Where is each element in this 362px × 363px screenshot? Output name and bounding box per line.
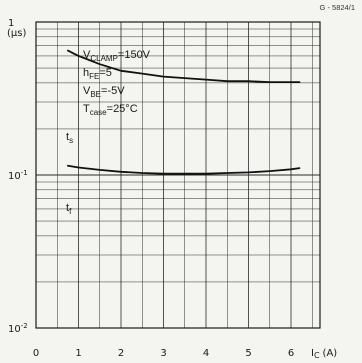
- x-tick-label: 5: [245, 348, 251, 359]
- y-tick-label: 10-1: [8, 169, 28, 182]
- x-axis-label: IC(A): [311, 348, 337, 360]
- plot-frame: [35, 21, 321, 329]
- series-label-ts: ts: [66, 131, 73, 145]
- series-line-ts: [67, 49, 301, 83]
- y-tick-base: 10: [8, 171, 21, 182]
- condition-tcase: Tcase=25°C: [83, 103, 138, 117]
- x-axis-label-main: I: [311, 348, 314, 359]
- series-label-tf: tf: [66, 202, 72, 216]
- x-tick-label: 4: [203, 348, 209, 359]
- x-tick-label: 3: [160, 348, 166, 359]
- series-lines: [67, 49, 301, 175]
- series-line-tf: [67, 164, 301, 175]
- x-tick-label: 1: [75, 348, 81, 359]
- y-tick-base: 10: [8, 324, 21, 335]
- condition-vbe: VBE=-5V: [83, 85, 125, 99]
- x-tick-label: 6: [288, 348, 294, 359]
- y-tick-label: 10-2: [8, 322, 28, 335]
- x-tick-labels: 0 1 2 3 4 5 6: [33, 348, 294, 359]
- y-tick-exponent: -2: [21, 322, 28, 330]
- y-tick-exponent: -1: [21, 169, 28, 177]
- x-tick-label: 2: [118, 348, 124, 359]
- x-axis-label-sub: C: [314, 351, 320, 360]
- grid: [36, 21, 320, 329]
- plot-border: [35, 21, 321, 329]
- condition-vclamp: VCLAMP=150V: [83, 49, 151, 63]
- y-axis-unit: (µs): [7, 28, 26, 39]
- y-tick-labels: 110-110-2: [8, 18, 28, 335]
- x-axis-label-unit: (A): [323, 348, 338, 359]
- y-tick-label: 1: [8, 18, 14, 29]
- y-tick-base: 1: [8, 18, 14, 29]
- condition-hfe: hFE=5: [83, 67, 112, 81]
- reference-code: G - 5824/1: [320, 3, 355, 12]
- conditions-block: VCLAMP=150V hFE=5 VBE=-5V Tcase=25°C: [83, 49, 151, 117]
- x-tick-label: 0: [33, 348, 39, 359]
